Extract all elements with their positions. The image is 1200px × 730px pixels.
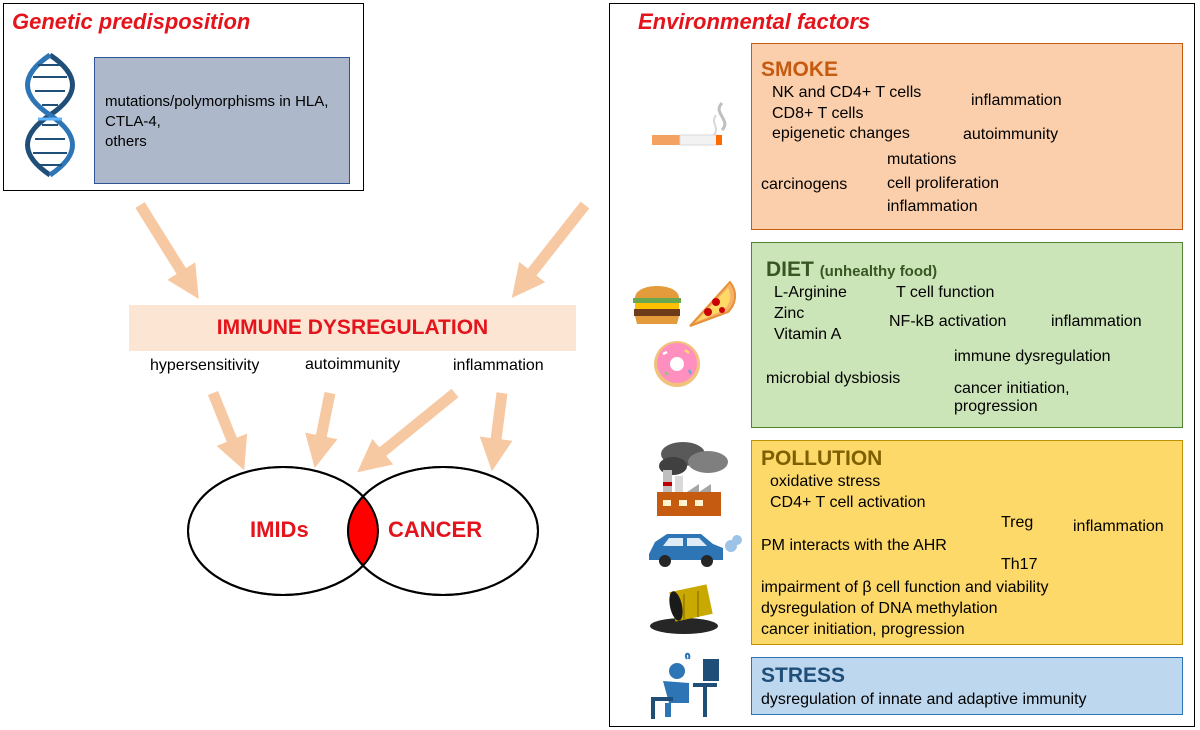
venn-label-imids: IMIDs (250, 517, 309, 542)
diet-cancer-line1: cancer initiation, (954, 380, 1070, 397)
diet-title: DIET (unhealthy food) (766, 258, 937, 284)
pollution-title: POLLUTION (761, 447, 883, 470)
pollution-box (751, 440, 1183, 645)
arrow-hypersensitivity-to-imids (207, 390, 248, 471)
pollution-treg: Treg (1001, 514, 1034, 531)
diet-microbial: microbial dysbiosis (766, 370, 901, 387)
diet-title-main: DIET (766, 258, 814, 281)
smoke-cd8: CD8+ T cells (772, 105, 864, 122)
smoke-nk: NK and CD4+ T cells (772, 84, 922, 101)
smoke-outcome-inflammation: inflammation (887, 198, 978, 215)
pollution-pm: PM interacts with the AHR (761, 537, 947, 554)
stress-box (751, 657, 1183, 715)
arrow-inflammation-to-overlap (357, 388, 459, 473)
burger-icon (633, 286, 681, 324)
factory-icon (657, 442, 728, 516)
genetic-title: Genetic predisposition (12, 9, 251, 34)
label-autoimmunity: autoimmunity (305, 356, 401, 373)
genetic-panel (3, 3, 364, 191)
smoke-outcome-mutations: mutations (887, 151, 957, 168)
environment-title: Environmental factors (638, 9, 871, 34)
pollution-beta: impairment of β cell function and viabil… (761, 579, 1049, 596)
immune-dysregulation-banner (129, 305, 576, 351)
pollution-inflammation: inflammation (1073, 518, 1164, 535)
stress-text: dysregulation of innate and adaptive imm… (761, 691, 1087, 708)
venn-label-cancer: CANCER (388, 517, 483, 542)
arrow-inflammation-to-cancer (479, 392, 513, 472)
arrow-environment-to-dysregulation (511, 201, 590, 298)
diet-nfkb: NF-kB activation (889, 313, 1007, 330)
label-hypersensitivity: hypersensitivity (150, 357, 260, 374)
smoke-box (751, 43, 1183, 230)
smoke-autoimmunity: autoimmunity (963, 126, 1059, 143)
flow-arrows (135, 201, 590, 473)
smoke-outcome-proliferation: cell proliferation (887, 175, 1000, 192)
stressed-person-icon (651, 652, 719, 719)
arrow-autoimmunity-to-imids (305, 391, 338, 469)
diet-zinc: Zinc (774, 305, 805, 322)
smoke-epigenetic: epigenetic changes (772, 125, 910, 142)
diet-vitamin: Vitamin A (774, 326, 842, 343)
pizza-icon (689, 280, 736, 327)
oil-barrel-icon (650, 584, 718, 634)
dna-icon (25, 52, 75, 178)
diet-immune: immune dysregulation (954, 348, 1111, 365)
donut-icon (654, 341, 700, 387)
genetic-line-ctla4: CTLA-4, (105, 113, 161, 130)
diet-arginine: L-Arginine (774, 284, 847, 301)
car-icon (649, 534, 742, 567)
immune-dysregulation-label: IMMUNE DYSREGULATION (216, 316, 489, 339)
genetic-detail-box: mutations/polymorphisms in HLA, CTLA-4, … (94, 57, 350, 184)
diet-tcell: T cell function (896, 284, 995, 301)
smoke-carcinogens: carcinogens (761, 176, 848, 193)
smoke-title: SMOKE (761, 58, 839, 81)
diet-subtitle: (unhealthy food) (819, 263, 938, 280)
pollution-cd4: CD4+ T cell activation (770, 494, 926, 511)
venn-diagram (187, 466, 539, 596)
diet-box (751, 242, 1183, 428)
stress-title: STRESS (761, 664, 846, 687)
diet-cancer-line2: progression (954, 398, 1038, 415)
genetic-line-hla: mutations/polymorphisms in HLA, (105, 93, 329, 110)
smoke-inflammation: inflammation (971, 92, 1062, 109)
cigarette-icon (652, 101, 727, 146)
pollution-oxidative: oxidative stress (770, 473, 881, 490)
label-inflammation: inflammation (453, 357, 544, 374)
arrow-genetic-to-dysregulation (135, 202, 199, 299)
genetic-line-others: others (105, 133, 147, 150)
pollution-cancer: cancer initiation, progression (761, 621, 965, 638)
pollution-th17: Th17 (1001, 556, 1038, 573)
environment-panel (609, 3, 1195, 727)
pollution-dna: dysregulation of DNA methylation (761, 600, 998, 617)
diet-inflammation: inflammation (1051, 313, 1142, 330)
